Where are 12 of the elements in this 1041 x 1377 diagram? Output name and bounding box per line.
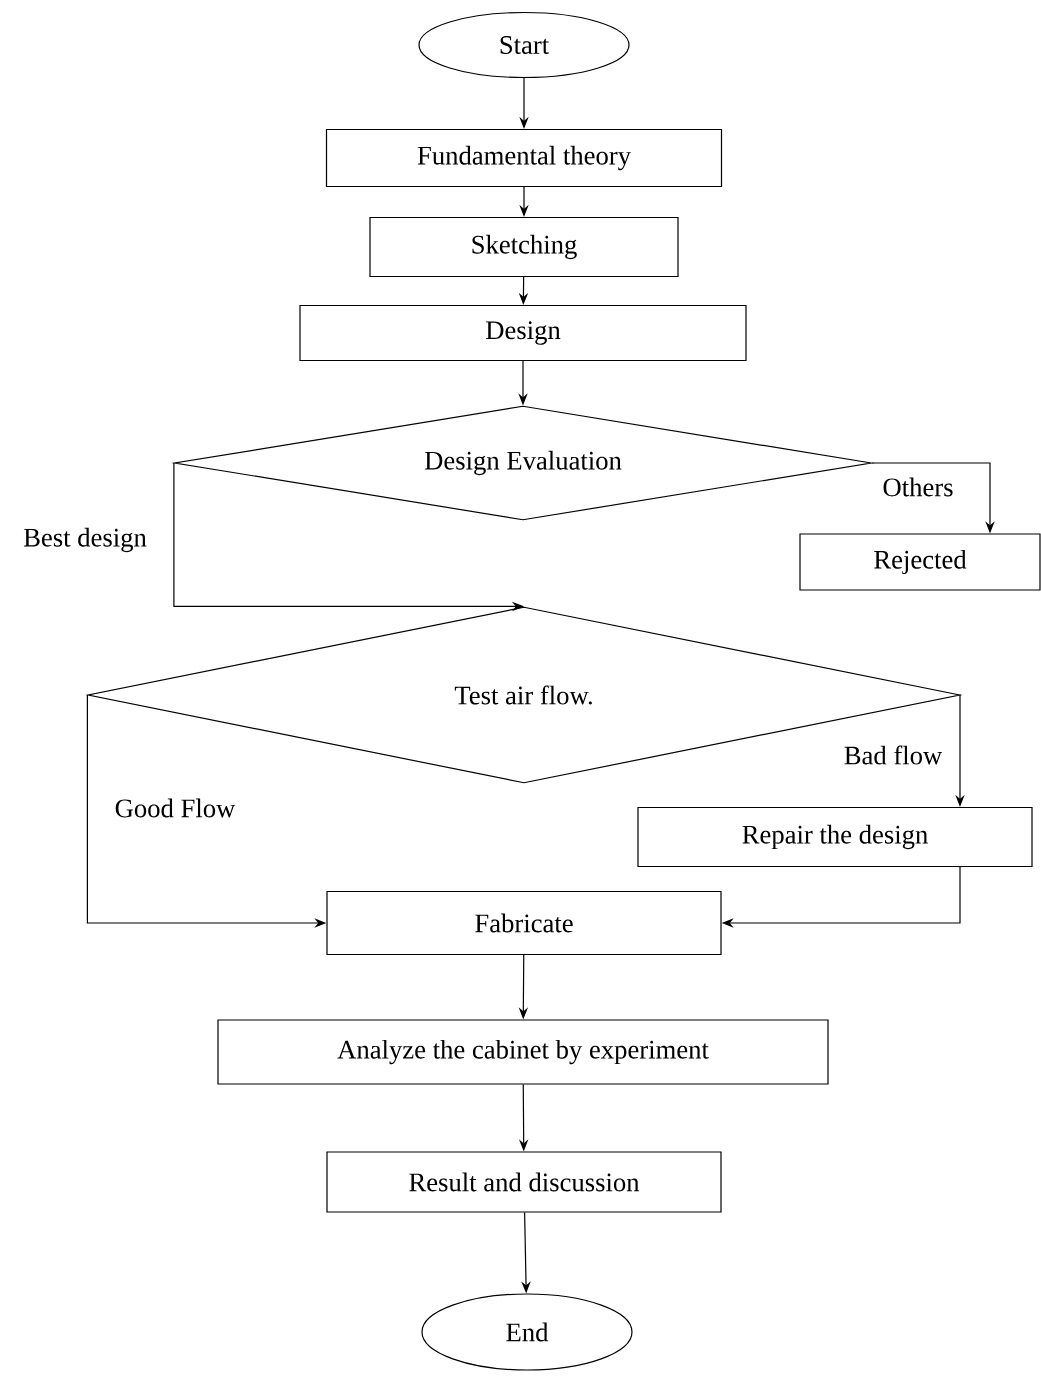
process-box: Rejected (799, 533, 1041, 591)
process-box: Sketching (369, 216, 679, 278)
process-box: Fundamental theory (325, 128, 723, 188)
process-box: Design (299, 304, 747, 362)
process-box: Repair the design (637, 806, 1033, 868)
process-box: Result and discussion (326, 1151, 722, 1213)
edge-label: Others (881, 476, 955, 498)
edge-label: Bad flow (842, 744, 944, 766)
process-box: Fabricate (326, 890, 722, 956)
process-box: Analyze the cabinet by experiment (217, 1019, 829, 1085)
edge-label: Good Flow (113, 797, 237, 819)
edge-label: Best design (21, 526, 149, 554)
